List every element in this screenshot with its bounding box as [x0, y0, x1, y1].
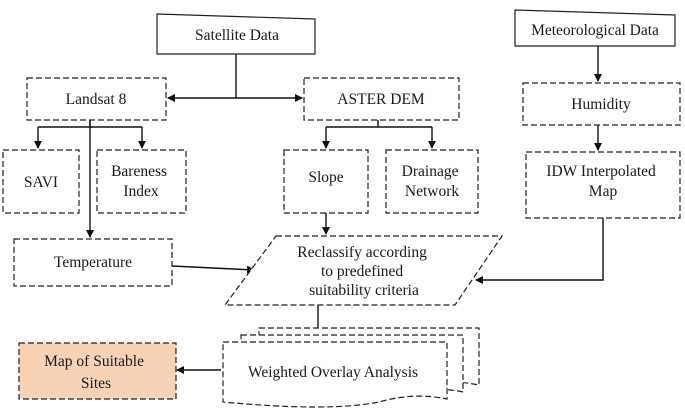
- drainage-network-line-1: Drainage: [402, 163, 459, 180]
- node-savi: SAVI: [2, 149, 80, 214]
- node-reclassify: Reclassify according to predefined suita…: [223, 235, 504, 306]
- node-bareness-index-text: Bareness Index: [111, 163, 171, 200]
- node-idw-interpolated-map: IDW Interpolated Map: [525, 151, 681, 219]
- bareness-index-line-1: Bareness: [111, 163, 167, 180]
- node-drainage-network-text: Drainage Network: [402, 163, 463, 200]
- meteorological-data-line-1: Meteorological Data: [531, 22, 659, 39]
- node-meteorological-data-text: Meteorological Data: [531, 22, 659, 39]
- weighted-overlay-line-1: Weighted Overlay Analysis: [248, 364, 418, 381]
- map-suitable-sites-line-2: Sites: [81, 375, 111, 392]
- node-satellite-data: Satellite Data: [156, 13, 316, 55]
- edge-aster-split: [326, 120, 432, 128]
- node-landsat-8-text: Landsat 8: [66, 91, 127, 108]
- node-aster-dem: ASTER DEM: [303, 77, 460, 121]
- node-satellite-data-text: Satellite Data: [195, 27, 279, 44]
- drainage-network-line-2: Network: [405, 183, 459, 200]
- map-suitable-sites-line-1: Map of Suitable: [44, 353, 144, 370]
- node-weighted-overlay: Weighted Overlay Analysis: [222, 327, 480, 408]
- reclassify-line-3: suitability criteria: [309, 282, 419, 299]
- node-map-suitable-sites-text: Map of Suitable Sites: [44, 353, 148, 392]
- node-landsat-8: Landsat 8: [26, 77, 167, 121]
- idw-map-line-1: IDW Interpolated: [546, 163, 656, 180]
- aster-dem-line-1: ASTER DEM: [337, 91, 425, 108]
- node-bareness-index: Bareness Index: [96, 149, 187, 214]
- savi-line-1: SAVI: [24, 174, 58, 191]
- node-aster-dem-text: ASTER DEM: [337, 91, 425, 108]
- edges: [34, 46, 604, 374]
- node-temperature-text: Temperature: [54, 254, 132, 271]
- node-map-suitable-sites: Map of Suitable Sites: [18, 342, 177, 400]
- node-temperature: Temperature: [13, 238, 173, 287]
- node-meteorological-data: Meteorological Data: [514, 9, 676, 47]
- edge-idw-to-reclassify: [475, 218, 604, 284]
- node-weighted-overlay-text: Weighted Overlay Analysis: [248, 364, 418, 381]
- node-humidity: Humidity: [522, 82, 681, 126]
- landsat-8-line-1: Landsat 8: [66, 91, 127, 108]
- edge-temperature-to-reclassify: [171, 265, 255, 274]
- node-reclassify-text: Reclassify according to predefined suita…: [297, 244, 430, 299]
- node-idw-interpolated-map-text: IDW Interpolated Map: [546, 163, 659, 200]
- temperature-line-1: Temperature: [54, 254, 132, 271]
- slope-line-1: Slope: [308, 169, 343, 186]
- bareness-index-line-2: Index: [123, 183, 159, 200]
- node-humidity-text: Humidity: [571, 96, 631, 113]
- humidity-line-1: Humidity: [571, 96, 631, 113]
- node-slope: Slope: [283, 149, 369, 214]
- node-slope-text: Slope: [308, 169, 343, 186]
- node-drainage-network: Drainage Network: [385, 149, 479, 214]
- reclassify-line-1: Reclassify according: [297, 244, 427, 261]
- reclassify-line-2: to predefined: [321, 263, 403, 280]
- idw-map-line-2: Map: [589, 183, 618, 200]
- node-savi-text: SAVI: [24, 174, 58, 191]
- satellite-data-line-1: Satellite Data: [195, 27, 279, 44]
